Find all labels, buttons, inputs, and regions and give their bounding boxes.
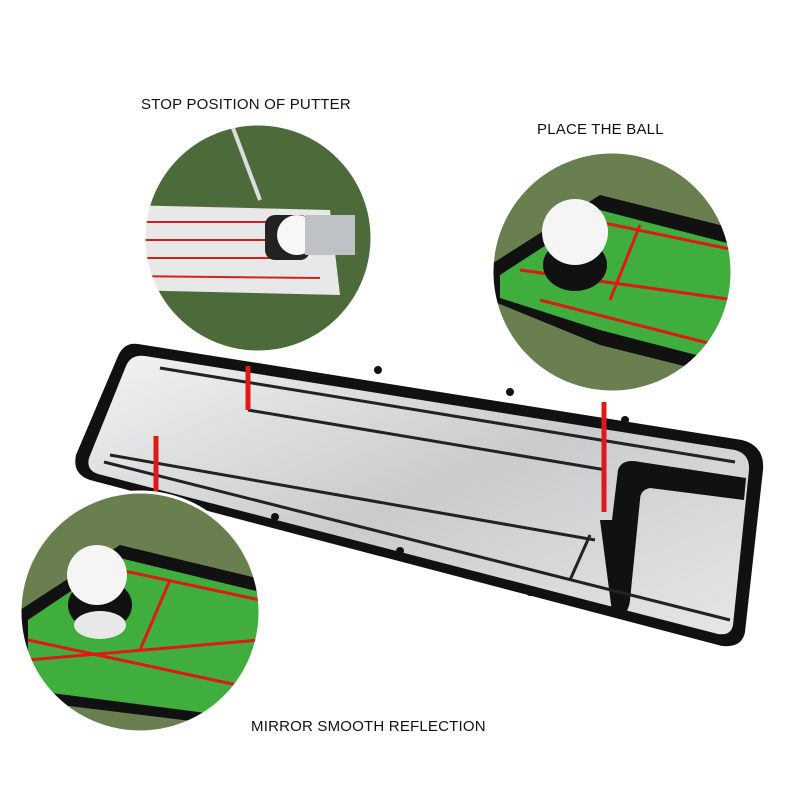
stop-position-label: STOP POSITION OF PUTTER <box>141 96 351 113</box>
stop-position-closeup <box>144 124 372 352</box>
place-ball-label: PLACE THE BALL <box>537 121 664 138</box>
mirror-reflection-closeup <box>20 492 260 732</box>
alignment-markers <box>153 366 607 512</box>
place-ball-closeup <box>492 152 732 392</box>
mirror-reflection-label: MIRROR SMOOTH REFLECTION <box>251 718 486 735</box>
mirror-board <box>75 343 764 647</box>
